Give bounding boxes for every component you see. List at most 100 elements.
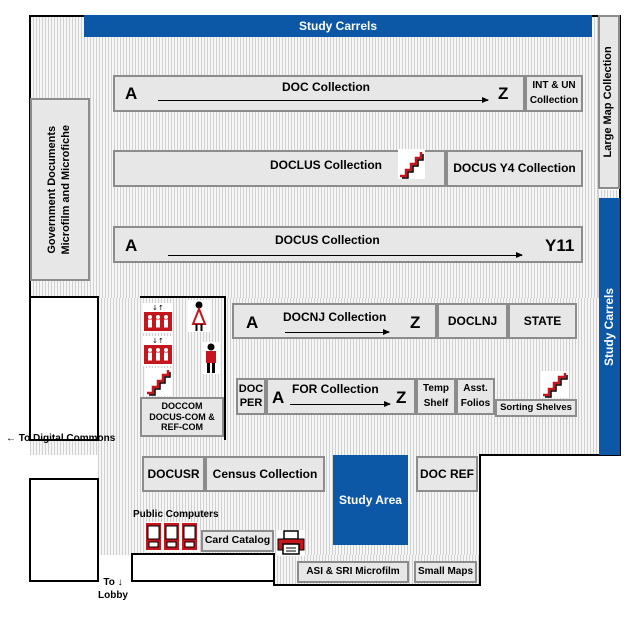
census-collection: Census Collection <box>205 456 325 492</box>
doc-per-line1: DOC <box>238 382 264 395</box>
card-catalog-label: Card Catalog <box>204 534 271 547</box>
large-map-collection-label: Large Map Collection <box>602 46 615 158</box>
docnj-label: DOCNJ Collection <box>283 310 387 324</box>
docnj-collection <box>232 303 437 339</box>
for-end: Z <box>396 388 407 407</box>
gov-docs-line2: Microfilm and Microfiche <box>60 124 73 255</box>
state-label: STATE <box>523 313 562 328</box>
svg-text:↓↑: ↓↑ <box>152 337 164 345</box>
doclnj: DOCLNJ <box>437 303 508 339</box>
asi-sri-label: ASI & SRI Microfilm <box>306 565 400 577</box>
floor-left-corridor <box>30 440 98 455</box>
printer-icon <box>277 530 305 556</box>
docus-y4-label: DOCUS Y4 Collection <box>453 161 576 175</box>
docnj-start: A <box>246 313 259 332</box>
to-lobby: To ↓ Lobby <box>98 576 128 602</box>
for-label: FOR Collection <box>292 382 379 396</box>
wall-left-room-right <box>97 296 99 441</box>
left-arrow-icon: ← <box>6 433 19 444</box>
docusr-label: DOCUSR <box>147 466 200 481</box>
for-collection <box>266 378 416 415</box>
asst-folios-line1: Asst. <box>463 382 488 394</box>
wall-left-room-top <box>29 296 99 298</box>
for-start: A <box>272 388 285 407</box>
docnj-arrow <box>285 329 390 335</box>
wall-left-lower-top <box>29 478 99 480</box>
study-area: Study Area <box>333 455 408 545</box>
wall-left-lower-right <box>97 478 99 582</box>
small-maps-label: Small Maps <box>417 565 474 577</box>
doc-collection <box>113 75 525 112</box>
to-lobby-line2: Lobby <box>98 590 128 601</box>
docus-end: Y11 <box>545 236 575 255</box>
gov-docs-line1: Government Documents <box>46 125 59 254</box>
doc-ref-label: DOC REF <box>420 466 474 481</box>
elevator-icon: ↓↑ <box>143 336 173 366</box>
sorting-shelves-label: Sorting Shelves <box>500 402 572 414</box>
stairs-icon <box>398 149 425 179</box>
wall-left-lower-bottom <box>29 580 99 582</box>
doc-end: Z <box>498 84 509 103</box>
wall-elevator-bottom <box>140 296 226 298</box>
womens-restroom-icon <box>188 300 210 332</box>
temp-shelf-line2: Shelf <box>423 398 449 409</box>
down-arrow-icon: ↓ <box>117 577 123 588</box>
docusr: DOCUSR <box>142 456 205 492</box>
doc-label: DOC Collection <box>282 80 371 94</box>
asst-folios: Asst. Folios <box>456 378 495 415</box>
temp-shelf-line1: Temp <box>423 382 449 394</box>
stairs-icon <box>541 371 569 398</box>
for-arrow <box>290 401 391 407</box>
doccom: DOCCOM DOCUS-COM & REF-COM <box>140 397 224 437</box>
state: STATE <box>508 303 577 339</box>
int-un-label: INT & UN <box>532 79 576 91</box>
study-carrels-top: Study Carrels <box>84 15 592 37</box>
card-catalog: Card Catalog <box>201 530 274 552</box>
study-carrels-right: Study Carrels <box>599 198 620 455</box>
wall-left-room-bottom <box>29 439 99 441</box>
int-un-collection: INT & UN Collection <box>525 75 583 112</box>
to-digital-commons-label: To Digital Commons <box>18 433 116 444</box>
wall-left-room-left <box>29 296 31 441</box>
docnj-end: Z <box>410 313 421 332</box>
wall-bottom-step <box>273 554 275 586</box>
census-label: Census Collection <box>212 466 318 481</box>
elevator-icon: ↓↑ <box>143 303 173 333</box>
doccom-line1: DOCCOM <box>161 401 203 412</box>
to-lobby-line1: To <box>103 577 115 588</box>
asi-sri-microfilm: ASI & SRI Microfilm <box>297 561 409 583</box>
wall-bottom-left-v <box>131 554 133 582</box>
wall-left-lower-left <box>29 478 31 582</box>
government-documents: Government Documents Microfilm and Micro… <box>30 98 90 281</box>
wall-right-bottom <box>480 454 621 456</box>
doc-ref: DOC REF <box>416 456 478 492</box>
doclus-label: DOCLUS Collection <box>270 158 383 172</box>
wall-bottom-left <box>131 580 275 582</box>
study-carrels-top-label: Study Carrels <box>298 19 378 33</box>
doclus-collection <box>113 150 446 187</box>
doc-arrow <box>158 97 489 103</box>
wall-elevator-right <box>224 296 226 440</box>
large-map-collection: Large Map Collection <box>598 15 620 189</box>
mens-restroom-icon <box>202 342 220 374</box>
stairs-icon <box>145 368 172 396</box>
wall-right <box>619 15 621 456</box>
doccom-line2: DOCUS-COM & <box>149 411 215 422</box>
doc-per-line2: PER <box>239 396 263 409</box>
doccom-line3: REF-COM <box>161 422 203 433</box>
study-carrels-right-label: Study Carrels <box>602 287 617 366</box>
temp-shelf: Temp Shelf <box>416 378 456 415</box>
wall-bottom <box>274 584 481 586</box>
sorting-shelves: Sorting Shelves <box>495 399 577 417</box>
wall-counter-top <box>131 553 275 555</box>
doclnj-label: DOCLNJ <box>447 313 498 328</box>
doc-start: A <box>125 84 138 103</box>
docus-y4-collection: DOCUS Y4 Collection <box>446 150 583 187</box>
study-area-label: Study Area <box>339 493 402 507</box>
doc-per: DOC PER <box>236 378 266 415</box>
int-un-label2: Collection <box>529 95 579 106</box>
asst-folios-line2: Folios <box>460 398 491 409</box>
docus-arrow <box>168 252 523 258</box>
small-maps: Small Maps <box>414 561 477 583</box>
docus-collection <box>113 226 583 263</box>
